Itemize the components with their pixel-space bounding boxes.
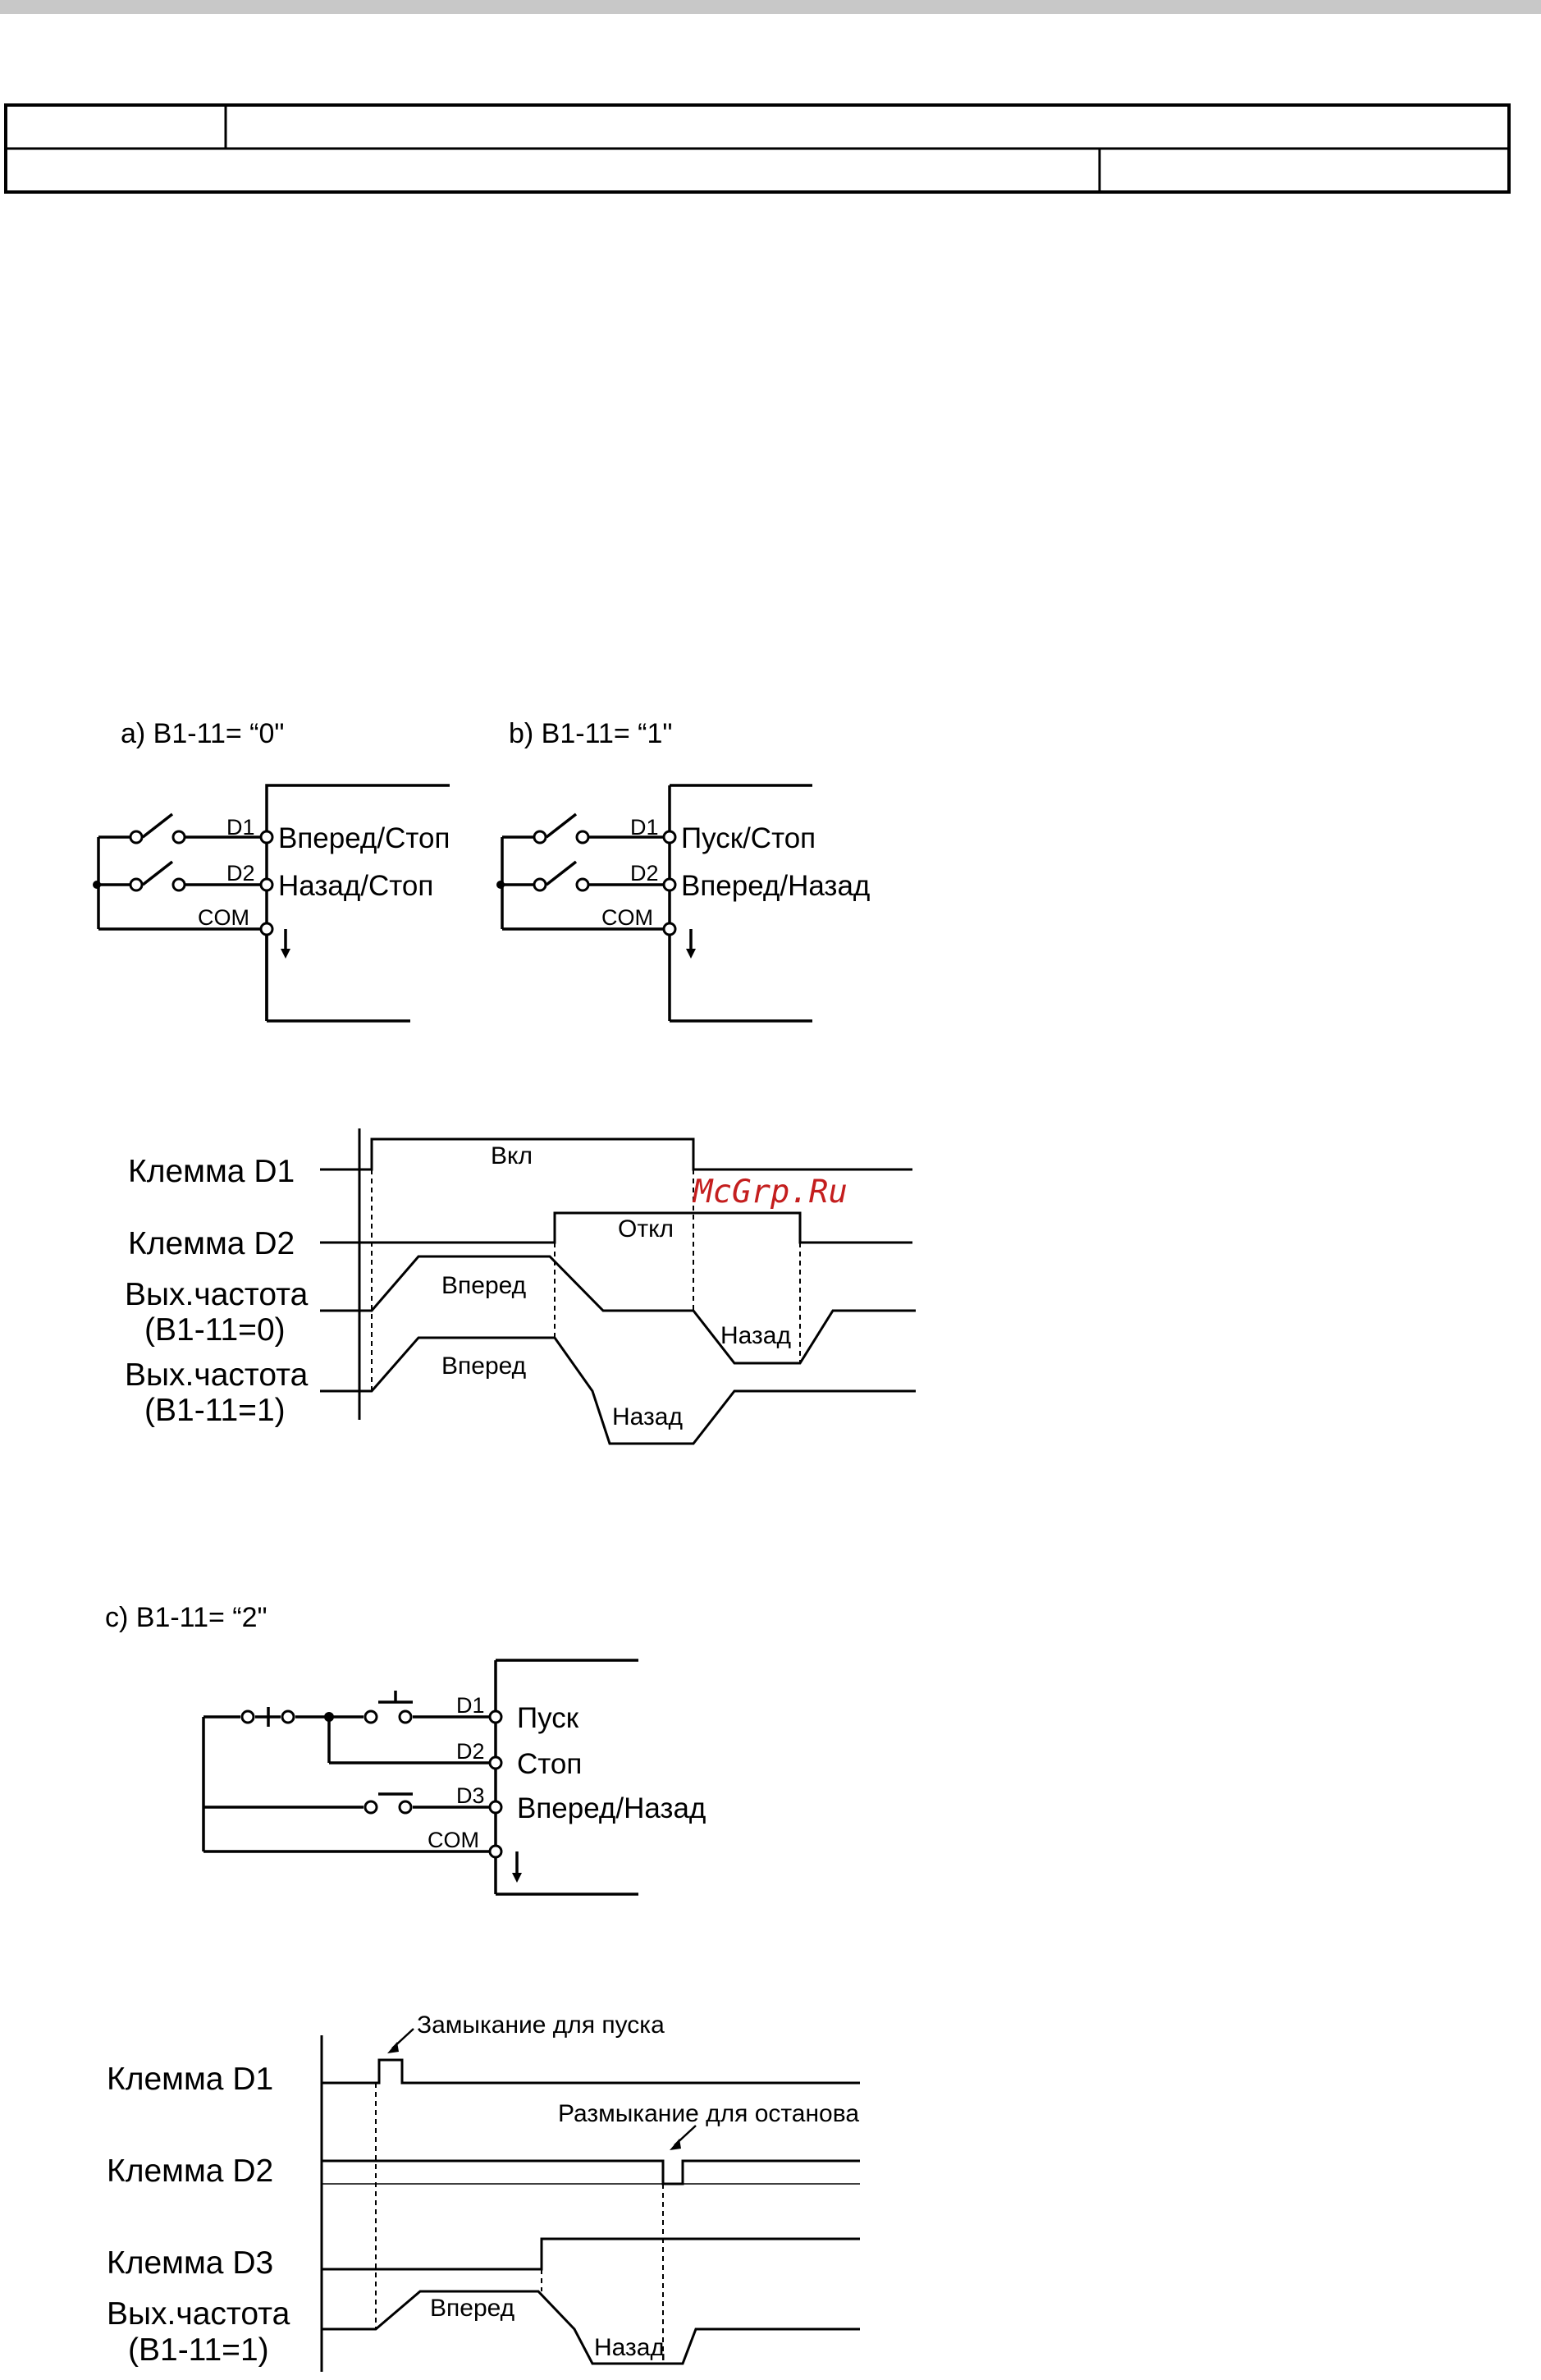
d2-row-label: Клемма D2 bbox=[128, 1226, 295, 1261]
terminal-d2-label: D2 bbox=[226, 861, 255, 886]
wiring-diagram-c: c) B1-11= “2" bbox=[105, 1602, 706, 1896]
diagram-b-caption: b) B1-11= “1" bbox=[509, 718, 672, 749]
d1-function-label: Пуск/Стоп bbox=[681, 822, 816, 854]
d2-row-label: Клемма D2 bbox=[107, 2153, 273, 2189]
d3-function-label: Вперед/Назад bbox=[517, 1792, 706, 1824]
freq-row-label: Вых.частота bbox=[107, 2296, 290, 2332]
terminal-com-label: COM bbox=[428, 1828, 479, 1852]
top-bar bbox=[0, 0, 1541, 14]
terminal-d3-label: D3 bbox=[456, 1783, 485, 1808]
terminal-com-label: COM bbox=[198, 905, 249, 930]
diagram-c-caption: c) B1-11= “2" bbox=[105, 1602, 268, 1633]
d3-row-label: Клемма D3 bbox=[107, 2245, 273, 2281]
header-table bbox=[4, 103, 1511, 194]
diagram-a-caption: a) B1-11= “0" bbox=[121, 718, 284, 749]
freq-row-label: Вых.частота bbox=[125, 1357, 309, 1393]
wiring-diagram-a: a) B1-11= “0" D1 D2 bbox=[93, 718, 450, 1023]
d2-function-label: Вперед/Назад bbox=[681, 870, 870, 902]
d1-row-label: Клемма D1 bbox=[107, 2062, 273, 2097]
freq-row-sublabel: (B1-11=1) bbox=[144, 1393, 286, 1428]
d2-function-label: Стоп bbox=[517, 1748, 582, 1780]
timing-diagram-1: Клемма D1 Клемма D2 Вых.частота (B1-11=0… bbox=[125, 1128, 916, 1445]
freq-row-label: Вых.частота bbox=[125, 1277, 309, 1312]
watermark: McGrp.Ru bbox=[692, 1174, 848, 1211]
stop-note: Размыкание для останова bbox=[558, 2100, 859, 2127]
terminal-d1-label: D1 bbox=[630, 815, 659, 840]
d1-row-label: Клемма D1 bbox=[128, 1154, 295, 1189]
forward-label: Вперед bbox=[441, 1272, 526, 1299]
reverse-label: Назад bbox=[594, 2334, 665, 2361]
d1-on-label: Вкл bbox=[491, 1142, 533, 1169]
terminal-d1-label: D1 bbox=[456, 1693, 485, 1718]
freq-row-sublabel: (B1-11=0) bbox=[144, 1312, 286, 1348]
reverse-label: Назад bbox=[720, 1322, 791, 1349]
d1-function-label: Вперед/Стоп bbox=[278, 822, 450, 854]
terminal-d1-label: D1 bbox=[226, 815, 255, 840]
terminal-d2-label: D2 bbox=[456, 1739, 485, 1764]
wiring-diagram-b: b) B1-11= “1" D1 D2 COM bbox=[496, 718, 870, 1023]
start-note: Замыкание для пуска bbox=[417, 2012, 665, 2039]
d1-function-label: Пуск bbox=[517, 1702, 579, 1734]
forward-label: Вперед bbox=[430, 2295, 514, 2322]
forward-label: Вперед bbox=[441, 1352, 526, 1380]
reverse-label: Назад bbox=[612, 1403, 683, 1430]
terminal-com-label: COM bbox=[601, 905, 653, 930]
d2-function-label: Назад/Стоп bbox=[278, 870, 433, 902]
timing-diagram-2: Замыкание для пуска Размыкание для остан… bbox=[107, 2012, 860, 2372]
terminal-d2-label: D2 bbox=[630, 861, 659, 886]
freq-row-sublabel: (B1-11=1) bbox=[128, 2332, 269, 2368]
d2-off-label: Откл bbox=[618, 1215, 674, 1243]
